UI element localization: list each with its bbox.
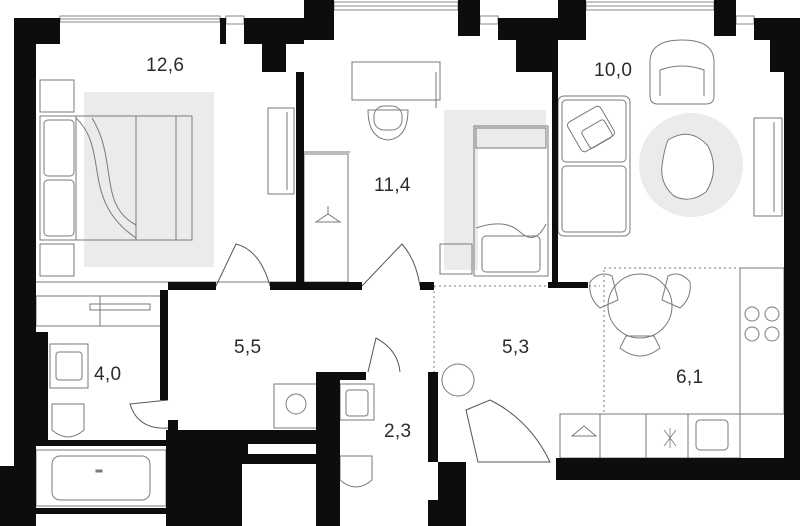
bedroom-2-nightstand <box>439 243 473 275</box>
area-label-bathroom: 4,0 <box>94 364 122 385</box>
coffee-table <box>661 133 714 200</box>
door-bedroom-2 <box>361 243 421 287</box>
bedroom-rug <box>84 92 214 267</box>
door-bathroom <box>129 399 169 429</box>
area-label-kitchen: 6,1 <box>676 367 704 388</box>
door-wc <box>367 337 401 373</box>
desk-chair <box>367 109 409 141</box>
nightstand-top <box>39 79 75 113</box>
dining-zone <box>603 267 741 415</box>
bedroom-tv <box>267 107 295 195</box>
bathroom-sink <box>49 343 89 389</box>
desk <box>351 61 441 101</box>
living-tv <box>753 117 783 217</box>
dining-chair-right <box>661 273 691 309</box>
door-bedroom-1 <box>215 243 271 287</box>
wc-toilet <box>339 455 373 488</box>
door-entrance <box>465 399 551 463</box>
area-label-bedroom-2: 11,4 <box>374 175 411 196</box>
hob-ring <box>744 306 760 322</box>
area-label-wc: 2,3 <box>384 421 412 442</box>
area-label-hallway: 5,5 <box>234 337 262 358</box>
nightstand-bottom <box>39 243 75 277</box>
doors <box>129 243 551 463</box>
washing-machine <box>273 383 321 429</box>
area-label-bedroom-1: 12,6 <box>146 55 185 76</box>
armchair <box>649 39 715 105</box>
rugs <box>84 92 743 270</box>
dining-chair-bottom <box>619 335 661 357</box>
windows <box>59 1 755 25</box>
kitchen-counter-right <box>739 267 785 415</box>
bathtub <box>35 449 167 507</box>
round-stool <box>441 363 475 397</box>
wc-sink <box>339 383 375 421</box>
single-bed <box>473 125 549 277</box>
kitchen-sink <box>695 419 729 451</box>
bedroom-2-wardrobe <box>303 153 349 283</box>
dining-chair-left <box>589 273 619 309</box>
bedroom-2-rug <box>444 110 546 270</box>
area-label-corridor: 5,3 <box>502 337 530 358</box>
area-label-living-room: 10,0 <box>594 60 633 81</box>
dining-table <box>607 273 673 339</box>
bathroom-toilet <box>51 403 85 438</box>
